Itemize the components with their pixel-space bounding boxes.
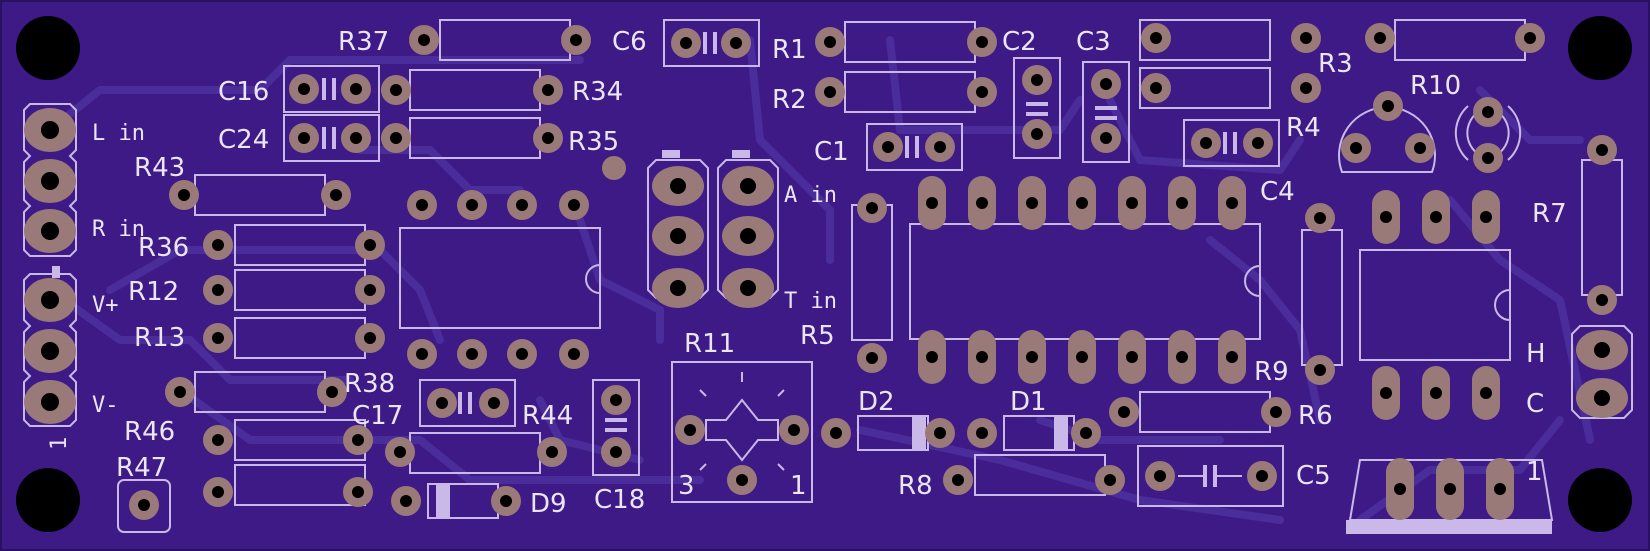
- ref-c1: C1: [814, 137, 849, 167]
- r47-footprint: [117, 479, 171, 533]
- ref-r1: R1: [772, 35, 807, 65]
- mounting-holes: [16, 16, 1632, 532]
- ref-r12: R12: [128, 277, 179, 307]
- ref-r10: R10: [1410, 71, 1461, 101]
- ref-r6: R6: [1298, 401, 1333, 431]
- ref-c3: C3: [1076, 27, 1111, 57]
- resistor-bodies: [194, 19, 1623, 506]
- ref-d1: D1: [1010, 387, 1047, 417]
- ref-d9: D9: [530, 489, 567, 519]
- ref-r13: R13: [134, 323, 185, 353]
- capacitor-outlines: [283, 19, 1284, 507]
- ref-r44: R44: [522, 401, 573, 431]
- drill-holes: [138, 32, 1610, 511]
- label-v-plus: V+: [92, 293, 119, 318]
- ref-c2: C2: [1002, 27, 1037, 57]
- label-pot-pin-3: 3: [678, 471, 695, 501]
- ref-r4: R4: [1286, 113, 1321, 143]
- label-r-in: R in: [92, 217, 145, 242]
- label-a-in: A in: [784, 183, 837, 208]
- ref-r46: R46: [124, 417, 175, 447]
- label-l-in: L in: [92, 121, 145, 146]
- ref-r2: R2: [772, 85, 807, 115]
- label-pin-one: 1: [47, 437, 72, 450]
- ref-r3: R3: [1318, 49, 1353, 79]
- ref-d2: D2: [858, 387, 895, 417]
- trimmer-pot-r11: [671, 361, 813, 503]
- voltage-regulator: [1346, 459, 1554, 534]
- ref-r9: R9: [1254, 357, 1289, 387]
- label-c: C: [1526, 389, 1544, 419]
- ref-c16: C16: [218, 77, 269, 107]
- connector-left: [23, 103, 77, 427]
- ref-r11: R11: [684, 329, 735, 359]
- ref-c18: C18: [594, 485, 645, 515]
- ic-dip8-left: [399, 227, 601, 329]
- oval-pads: [652, 166, 1628, 520]
- ref-r5: R5: [800, 321, 835, 351]
- ref-c5: C5: [1296, 461, 1331, 491]
- ref-c24: C24: [218, 125, 269, 155]
- ref-r35: R35: [568, 127, 619, 157]
- label-h: H: [1526, 339, 1546, 369]
- label-v-minus: V-: [92, 393, 119, 418]
- ref-r34: R34: [572, 77, 623, 107]
- ref-r47: R47: [116, 453, 167, 483]
- header-a-t: [647, 150, 779, 299]
- ref-c6: C6: [612, 27, 647, 57]
- ref-c17: C17: [352, 401, 403, 431]
- ref-r38: R38: [344, 369, 395, 399]
- ic-dip8-right: [1359, 249, 1511, 361]
- ref-r36: R36: [138, 233, 189, 263]
- label-reg-pin-1: 1: [1526, 457, 1543, 487]
- label-t-in: T in: [784, 289, 837, 314]
- ref-r37: R37: [338, 27, 389, 57]
- ref-c4: C4: [1260, 177, 1295, 207]
- label-pot-pin-1: 1: [790, 471, 807, 501]
- header-h-c: [1571, 325, 1633, 419]
- ref-r8: R8: [898, 471, 933, 501]
- ref-r43: R43: [134, 153, 185, 183]
- ref-r7: R7: [1532, 199, 1567, 229]
